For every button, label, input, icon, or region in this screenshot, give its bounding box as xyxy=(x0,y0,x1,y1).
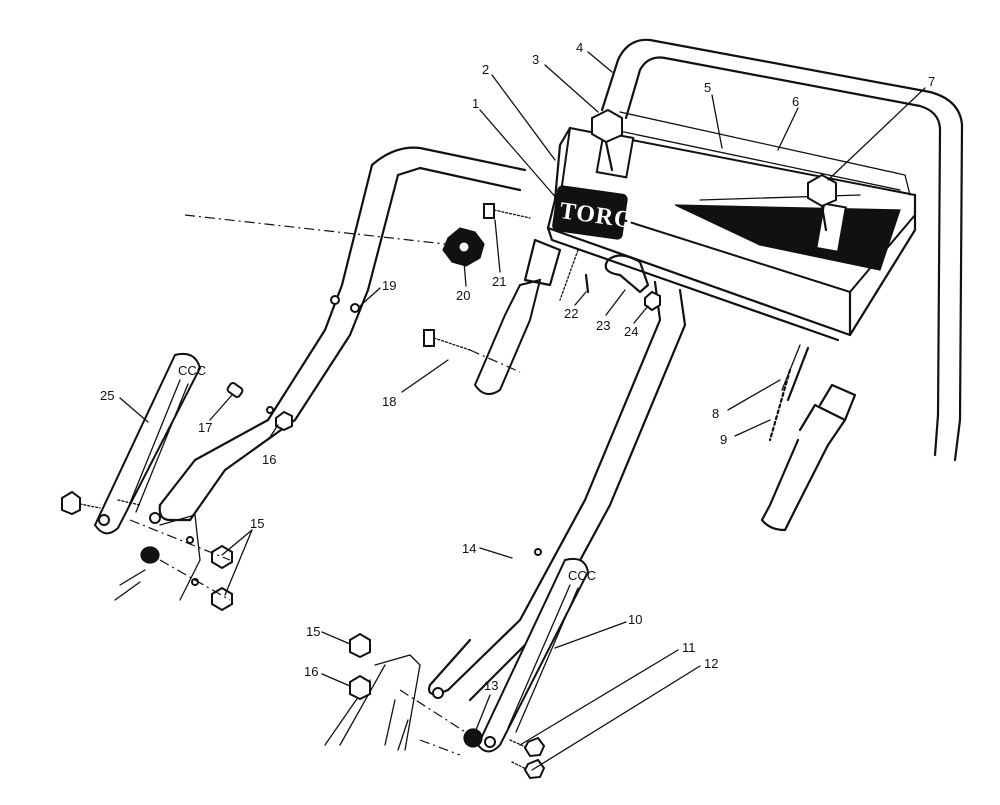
lower-right-tube xyxy=(760,383,857,532)
nut-15-right xyxy=(349,632,371,659)
callout-2: 2 xyxy=(482,62,489,77)
nut-16-upper xyxy=(275,410,293,432)
callout-13: 13 xyxy=(484,678,498,693)
bolt-12 xyxy=(511,758,546,780)
bolt-left-bracket xyxy=(61,490,141,516)
upper-handle-loop xyxy=(600,38,964,462)
callout-14: 14 xyxy=(462,541,476,556)
left-tube xyxy=(149,146,527,524)
callout-24: 24 xyxy=(624,324,638,339)
callout-8: 8 xyxy=(712,406,719,421)
throttle-knob-right xyxy=(807,173,837,232)
callout-11: 11 xyxy=(682,640,696,655)
bracket-plate-right: CCC xyxy=(476,557,596,753)
callout-18: 18 xyxy=(382,394,396,409)
pin-17 xyxy=(226,382,244,398)
nut-24 xyxy=(644,290,661,312)
lower-right-bracket xyxy=(324,654,421,751)
bolt-11 xyxy=(509,736,546,758)
callout-22: 22 xyxy=(564,306,578,321)
carriage-bolt-21 xyxy=(483,203,531,219)
svg-text:CCC: CCC xyxy=(568,568,596,583)
nut-16-right xyxy=(349,674,371,701)
spring-rod xyxy=(559,249,590,301)
callout-23: 23 xyxy=(596,318,610,333)
callout-21: 21 xyxy=(492,274,506,289)
callout-1: 1 xyxy=(472,96,479,111)
leader-lines xyxy=(119,51,926,771)
callout-4: 4 xyxy=(576,40,583,55)
latch-tube xyxy=(473,238,562,395)
callout-17: 17 xyxy=(198,420,212,435)
lower-left-bracket xyxy=(114,514,231,601)
carriage-bolt-18 xyxy=(423,329,471,351)
bracket-plate-left: CCC xyxy=(93,352,206,535)
callout-16-upper: 16 xyxy=(262,452,276,467)
svg-text:CCC: CCC xyxy=(178,363,206,378)
throttle-knob-left xyxy=(591,108,623,172)
callout-19: 19 xyxy=(382,278,396,293)
callout-7: 7 xyxy=(928,74,935,89)
callout-15-left: 15 xyxy=(250,516,264,531)
spacer-13 xyxy=(463,728,483,748)
clip-23 xyxy=(604,254,650,294)
right-main-tube xyxy=(428,280,687,702)
callout-16-right: 16 xyxy=(304,664,318,679)
callout-numbers: 1 2 3 4 5 6 7 8 9 10 11 12 13 14 15 15 1… xyxy=(100,40,935,693)
handle-knob xyxy=(442,227,485,267)
callout-10: 10 xyxy=(628,612,642,627)
callout-12: 12 xyxy=(704,656,718,671)
callout-25: 25 xyxy=(100,388,114,403)
spacer-left xyxy=(140,546,160,564)
cable-springs xyxy=(768,344,810,442)
callout-6: 6 xyxy=(792,94,799,109)
callout-9: 9 xyxy=(720,432,727,447)
assembly-centerlines xyxy=(184,214,521,756)
callout-5: 5 xyxy=(704,80,711,95)
toro-logo: TORO xyxy=(552,185,635,240)
callout-15-right: 15 xyxy=(306,624,320,639)
callout-3: 3 xyxy=(532,52,539,67)
callout-20: 20 xyxy=(456,288,470,303)
